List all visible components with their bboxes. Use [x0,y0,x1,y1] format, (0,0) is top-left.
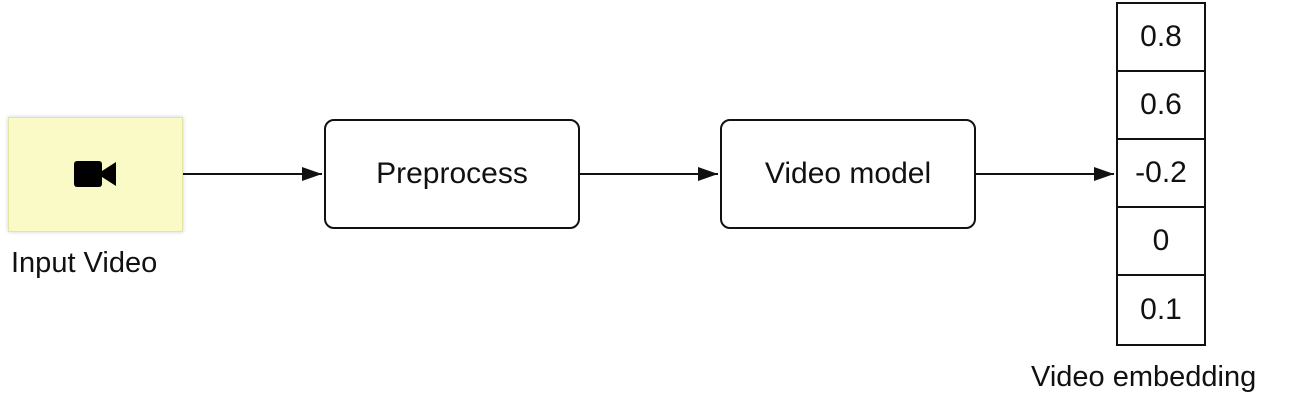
video-camera-icon [74,161,116,187]
preprocess-box: Preprocess [324,119,580,229]
embedding-value: 0.1 [1140,293,1182,326]
embedding-value: 0.6 [1118,72,1204,140]
embedding-value: 0.8 [1118,4,1204,72]
input-video-label: Input Video [11,247,158,279]
embedding-value: -0.2 [1118,140,1204,208]
embedding-vector: 0.8 0.6 -0.2 0 0.1 [1116,2,1206,346]
embedding-value: 0 [1118,208,1204,276]
video-embedding-label: Video embedding [1031,361,1257,393]
video-model-box: Video model [720,119,976,229]
